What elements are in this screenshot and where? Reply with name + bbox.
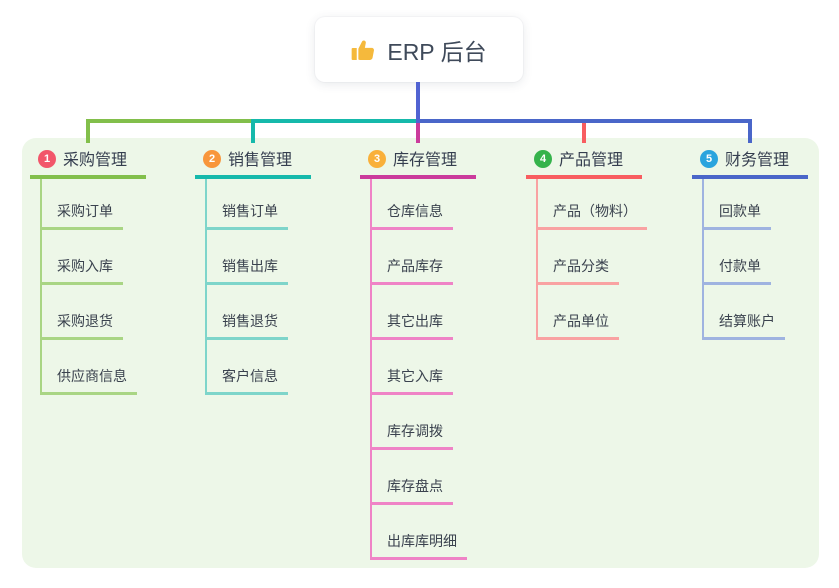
branch-badge-5: 5 — [700, 150, 718, 168]
child-node[interactable]: 产品（物料） — [536, 201, 647, 230]
root-trunk-connector — [416, 82, 420, 123]
child-node[interactable]: 出库库明细 — [370, 531, 467, 560]
connector-drop-2 — [251, 119, 255, 143]
child-node[interactable]: 库存调拨 — [370, 421, 453, 450]
branch-underline-1 — [30, 175, 146, 179]
child-node[interactable]: 其它入库 — [370, 366, 453, 395]
branch-children-trunk-2 — [205, 179, 207, 395]
thumbs-up-icon — [351, 37, 377, 63]
child-node[interactable]: 其它出库 — [370, 311, 453, 340]
root-node[interactable]: ERP 后台 — [315, 17, 523, 82]
branch-badge-3: 3 — [368, 150, 386, 168]
connector-drop-3 — [416, 123, 420, 143]
child-node[interactable]: 供应商信息 — [40, 366, 137, 395]
connector-drop-1 — [86, 119, 90, 143]
child-node[interactable]: 仓库信息 — [370, 201, 453, 230]
connector-drop-4 — [582, 123, 586, 143]
child-node[interactable]: 销售订单 — [205, 201, 288, 230]
child-node[interactable]: 产品分类 — [536, 256, 619, 285]
branches-panel — [22, 138, 819, 568]
branch-underline-3 — [360, 175, 476, 179]
child-node[interactable]: 采购入库 — [40, 256, 123, 285]
branch-title-5[interactable]: 财务管理 — [725, 152, 790, 169]
branch-badge-2: 2 — [203, 150, 221, 168]
child-node[interactable]: 库存盘点 — [370, 476, 453, 505]
connector-horizontal-2 — [253, 119, 416, 123]
child-node[interactable]: 采购退货 — [40, 311, 123, 340]
branch-title-4[interactable]: 产品管理 — [559, 152, 624, 169]
branch-title-1[interactable]: 采购管理 — [63, 152, 128, 169]
connector-horizontal-1 — [86, 119, 253, 123]
branch-children-trunk-1 — [40, 179, 42, 395]
connector-drop-5 — [748, 119, 752, 143]
branch-underline-5 — [692, 175, 808, 179]
child-node[interactable]: 产品库存 — [370, 256, 453, 285]
child-node[interactable]: 结算账户 — [702, 311, 785, 340]
branch-underline-4 — [526, 175, 642, 179]
connector-horizontal-5 — [416, 119, 752, 123]
child-node[interactable]: 回款单 — [702, 201, 771, 230]
branch-badge-1: 1 — [38, 150, 56, 168]
child-node[interactable]: 销售出库 — [205, 256, 288, 285]
child-node[interactable]: 销售退货 — [205, 311, 288, 340]
branch-title-3[interactable]: 库存管理 — [393, 152, 458, 169]
child-node[interactable]: 采购订单 — [40, 201, 123, 230]
branch-children-trunk-5 — [702, 179, 704, 340]
child-node[interactable]: 产品单位 — [536, 311, 619, 340]
child-node[interactable]: 付款单 — [702, 256, 771, 285]
branch-children-trunk-3 — [370, 179, 372, 560]
child-node[interactable]: 客户信息 — [205, 366, 288, 395]
root-label: ERP 后台 — [387, 38, 487, 65]
branch-underline-2 — [195, 175, 311, 179]
branch-title-2[interactable]: 销售管理 — [228, 152, 293, 169]
branch-badge-4: 4 — [534, 150, 552, 168]
branch-children-trunk-4 — [536, 179, 538, 340]
